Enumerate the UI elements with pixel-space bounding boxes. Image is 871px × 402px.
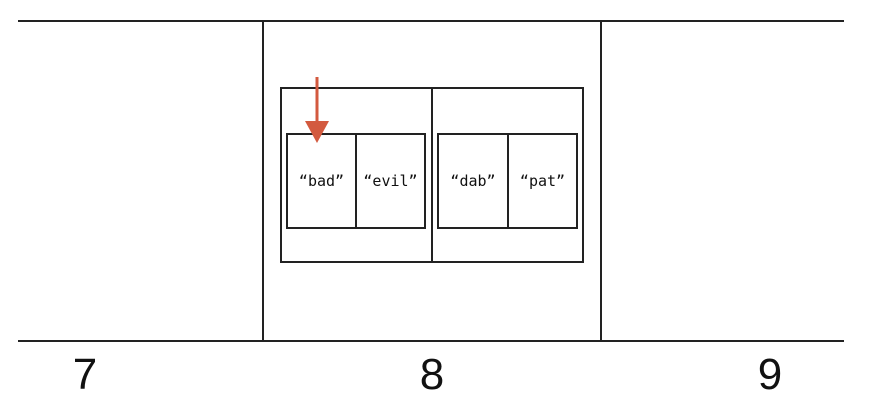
- string-cell: “dab”: [450, 172, 496, 190]
- string-cell: “evil”: [363, 172, 418, 190]
- string-cell: “bad”: [298, 172, 345, 190]
- slot-divider-left: [262, 20, 264, 342]
- down-arrow-icon: [305, 77, 329, 143]
- inner-array-2-divider: [507, 133, 509, 229]
- inner-array-1-divider: [355, 133, 357, 229]
- string-cell: “pat”: [519, 172, 566, 190]
- top-rail: [18, 20, 844, 22]
- slot-divider-right: [600, 20, 602, 342]
- nested-array-divider: [431, 87, 433, 263]
- slot-index: 9: [757, 350, 783, 399]
- bottom-rail: [18, 340, 844, 342]
- slot-index: 7: [72, 350, 98, 399]
- slot-index: 8: [419, 350, 445, 399]
